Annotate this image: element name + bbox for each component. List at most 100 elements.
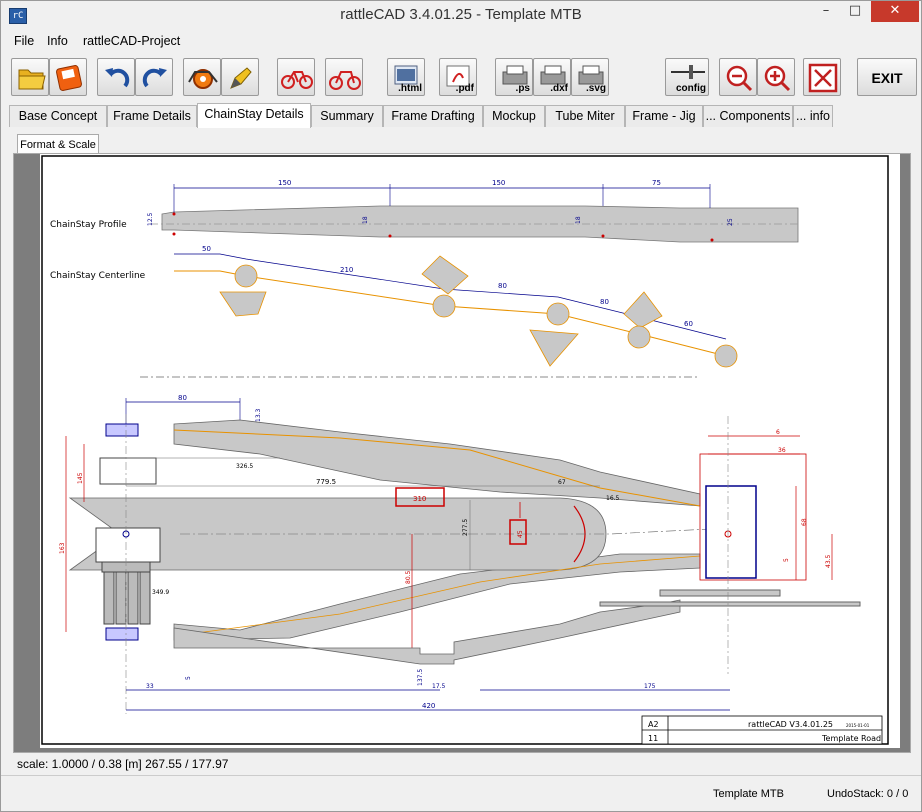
plan-dim-boxed1: 310 xyxy=(413,495,426,503)
plan-dim-len-small: 67 xyxy=(558,479,566,486)
drawing-canvas[interactable]: ChainStay Profile 150 150 75 12.5 18 18 … xyxy=(13,153,911,753)
zoom-out-icon xyxy=(726,65,753,92)
render-bike-button[interactable] xyxy=(183,58,221,96)
plan-dim-bottom-e: 175 xyxy=(644,683,656,690)
title-block-project: Template Road xyxy=(821,734,881,743)
profile-dim-h2: 18 xyxy=(362,216,369,224)
export-pdf-button[interactable]: .pdf xyxy=(439,58,477,96)
ps-label: .ps xyxy=(515,83,530,94)
edit-pencil-button[interactable] xyxy=(221,58,259,96)
maximize-button[interactable]: □ xyxy=(848,3,862,18)
fit-view-button[interactable] xyxy=(803,58,841,96)
exit-label: EXIT xyxy=(871,70,903,86)
plan-dim-bottom-c: 137.5 xyxy=(417,669,424,686)
profile-dim-h4: 25 xyxy=(727,218,734,226)
export-ps-button[interactable]: .ps xyxy=(495,58,533,96)
centerline-dim-d1: 50 xyxy=(202,245,211,253)
zoom-out-button[interactable] xyxy=(719,58,757,96)
save-icon xyxy=(56,65,82,91)
pdf-file-icon xyxy=(446,65,470,87)
tab-mockup[interactable]: Mockup xyxy=(483,105,545,127)
plan-dim-r1: 326.5 xyxy=(236,463,253,470)
tab-info[interactable]: ... info xyxy=(793,105,833,127)
plan-dim-right-h2: 5 xyxy=(783,558,790,562)
title-block-sheet: 11 xyxy=(648,734,658,743)
plan-dim-boxed2: 45 xyxy=(517,530,524,538)
menu-info[interactable]: Info xyxy=(47,34,68,48)
tab-bar: Base Concept Frame Details ChainStay Det… xyxy=(9,103,921,128)
bike-frame-alt-button[interactable] xyxy=(325,58,363,96)
bike-red-alt-icon xyxy=(329,71,361,90)
title-block-format: A2 xyxy=(648,720,659,729)
undo-button[interactable] xyxy=(97,58,135,96)
plan-dim-vertical1: 277.5 xyxy=(462,519,469,536)
status-project-name: Template MTB xyxy=(713,788,784,800)
scale-readout: scale: 1.0000 / 0.38 [m] 267.55 / 177.97 xyxy=(17,757,229,771)
plan-dim-left-h2: 145 xyxy=(77,472,84,484)
centerline-dim-d3: 80 xyxy=(498,282,507,290)
menu-bar: File Info rattleCAD-Project xyxy=(1,31,921,53)
bike-red-icon xyxy=(281,71,313,89)
tab-frame-details[interactable]: Frame Details xyxy=(107,105,197,127)
bike-gear-icon xyxy=(188,69,218,89)
plan-dim-bottom-d: 17.5 xyxy=(432,683,446,690)
plan-dim-top-offset: 13.3 xyxy=(255,408,262,422)
bike-frame-button[interactable] xyxy=(277,58,315,96)
plan-dim-bottom-a: 33 xyxy=(146,683,154,690)
close-button[interactable]: ✕ xyxy=(871,1,919,22)
tab-format-scale[interactable]: Format & Scale xyxy=(17,134,99,156)
rattlecad-app-icon[interactable]: rC xyxy=(9,8,27,24)
title-block-date: 2015-01-01 xyxy=(846,723,870,728)
centerline-dim-d4: 80 xyxy=(600,298,609,306)
html-file-icon xyxy=(394,65,418,85)
tab-tube-miter[interactable]: Tube Miter xyxy=(545,105,625,127)
label-chainstay-centerline: ChainStay Centerline xyxy=(50,271,146,281)
export-html-button[interactable]: .html xyxy=(387,58,425,96)
plan-dim-right-top: 6 xyxy=(776,429,780,436)
export-dxf-button[interactable]: .dxf xyxy=(533,58,571,96)
plan-dim-boxed2-frame xyxy=(509,519,527,545)
export-svg-button[interactable]: .svg xyxy=(571,58,609,96)
html-label: .html xyxy=(398,83,422,94)
menu-file[interactable]: File xyxy=(14,34,35,48)
minimize-button[interactable]: – xyxy=(822,3,830,18)
chainstay-profile-shape xyxy=(161,205,799,243)
status-bar: Template MTB UndoStack: 0 / 0 xyxy=(1,775,921,811)
tab-components[interactable]: ... Components xyxy=(703,105,793,127)
status-undo-stack: UndoStack: 0 / 0 xyxy=(827,788,909,800)
tab-chainstay-details[interactable]: ChainStay Details xyxy=(197,103,311,128)
tab-base-concept[interactable]: Base Concept xyxy=(9,105,107,127)
plan-dim-right-h: 68 xyxy=(801,518,808,526)
tab-frame-drafting[interactable]: Frame Drafting xyxy=(383,105,483,127)
config-label: config xyxy=(676,83,706,94)
plan-dim-top-width: 80 xyxy=(178,394,187,402)
profile-dim-seg2: 150 xyxy=(492,179,505,187)
zoom-in-button[interactable] xyxy=(757,58,795,96)
undo-icon xyxy=(105,68,130,88)
plan-dim-bottom-b: 5 xyxy=(185,676,192,680)
redo-button[interactable] xyxy=(135,58,173,96)
zoom-in-icon xyxy=(764,65,791,92)
chainstay-drawing: ChainStay Profile 150 150 75 12.5 18 18 … xyxy=(41,155,889,745)
plan-dim-r2: 349.9 xyxy=(152,589,169,596)
drawing-sheet: ChainStay Profile 150 150 75 12.5 18 18 … xyxy=(40,154,900,748)
dxf-label: .dxf xyxy=(550,83,568,94)
menu-rattlecad-project[interactable]: rattleCAD-Project xyxy=(83,34,181,48)
printer-svg-icon xyxy=(578,65,604,85)
tab-summary[interactable]: Summary xyxy=(311,105,383,127)
profile-dim-h1: 12.5 xyxy=(147,212,154,226)
save-file-button[interactable] xyxy=(49,58,87,96)
tab-frame-jig[interactable]: Frame - Jig xyxy=(625,105,703,127)
open-file-button[interactable] xyxy=(11,58,49,96)
plan-dim-right-w: 36 xyxy=(778,447,786,454)
printer-dxf-icon xyxy=(540,65,566,85)
plan-dim-total: 420 xyxy=(422,702,435,710)
pencil-icon xyxy=(230,67,252,89)
pdf-label: .pdf xyxy=(455,83,474,94)
title-bar: rC rattleCAD 3.4.01.25 - Template MTB – … xyxy=(1,1,921,31)
exit-button[interactable]: EXIT xyxy=(857,58,917,96)
centerline-dim-d2: 210 xyxy=(340,266,353,274)
svg-label: .svg xyxy=(585,83,606,94)
config-button[interactable]: config xyxy=(665,58,709,96)
centerline-dim-d5: 60 xyxy=(684,320,693,328)
